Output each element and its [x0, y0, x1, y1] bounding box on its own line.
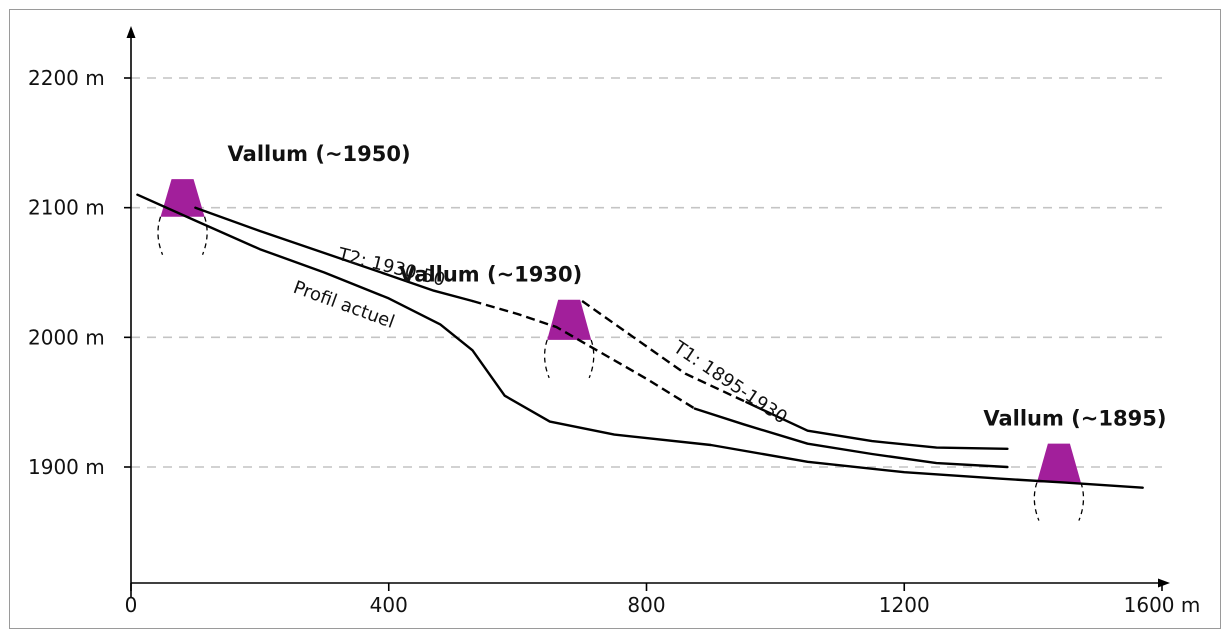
y-tick-label: 2100 m — [28, 196, 105, 220]
vallum-structure — [1036, 443, 1081, 483]
curve-annotation: T1: 1895-1930 — [669, 336, 791, 428]
x-tick-label: 0 — [125, 593, 138, 613]
profile-diagram: 1900 m 2000 m 2100 m 2200 m 0 400 800 1200 1600 … — [28, 26, 1201, 613]
vallum-foundation-left — [1033, 482, 1040, 521]
vallum-label: Vallum (~1895) — [983, 407, 1166, 431]
profile-line-2 — [472, 299, 696, 410]
vallum-label: Vallum (~1930) — [399, 263, 582, 287]
vallum-structure — [547, 299, 592, 340]
profile-line-3 — [693, 407, 1009, 469]
profile-line-0 — [136, 193, 1144, 489]
x-tick-label: 1200 — [879, 593, 930, 613]
vallum-foundation-left — [543, 339, 550, 379]
profile-line-1 — [194, 206, 474, 303]
vallum-foundation-right — [588, 339, 595, 379]
x-tick-label: 400 — [370, 593, 408, 613]
y-tick-label: 2000 m — [28, 325, 105, 349]
profile-line-5 — [745, 401, 1009, 450]
vallum-foundation-right — [1078, 482, 1085, 521]
profile-line-4 — [581, 300, 747, 404]
vallum-foundation-right — [201, 216, 208, 255]
x-axis-arrow — [1158, 578, 1170, 588]
y-axis-arrow — [126, 26, 136, 38]
vallum-foundation-left — [157, 216, 164, 255]
vallum-structure — [160, 179, 205, 217]
x-tick-label: 1600 m — [1124, 593, 1201, 613]
y-tick-label: 2200 m — [28, 66, 105, 90]
curve-annotation: Profil actuel — [290, 277, 397, 333]
vallum-label: Vallum (~1950) — [228, 142, 411, 166]
y-tick-label: 1900 m — [28, 455, 105, 479]
x-tick-label: 800 — [627, 593, 665, 613]
